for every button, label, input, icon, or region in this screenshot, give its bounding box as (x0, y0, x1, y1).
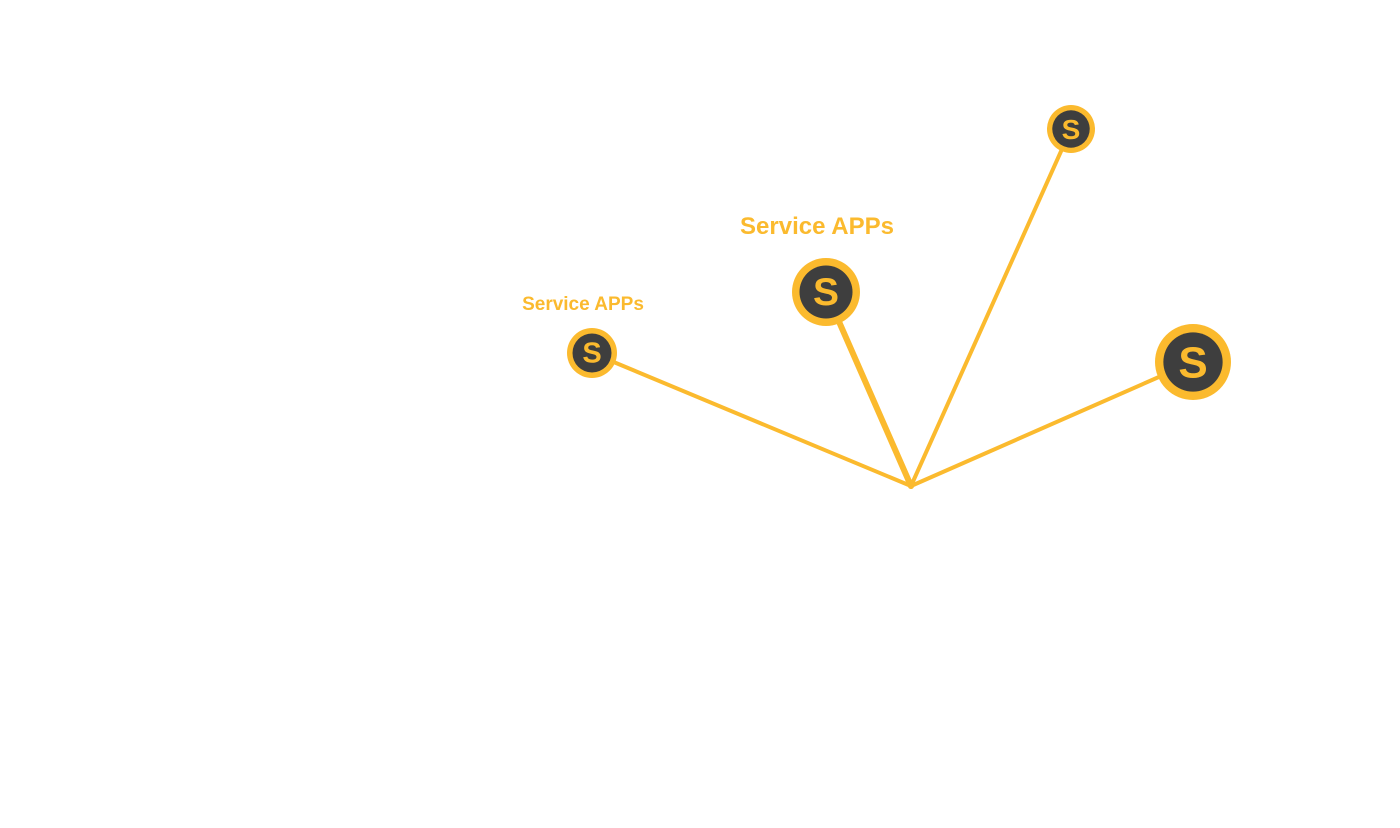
node-label: Service APPs (522, 294, 644, 315)
edge-hub-to-node-3 (909, 127, 1073, 488)
node-1[interactable]: S Service APPs (522, 294, 644, 378)
node-label: Service APPs (740, 213, 894, 240)
service-app-icon (1163, 332, 1223, 392)
edge-hub-to-node-2 (823, 289, 914, 489)
service-app-icon (1052, 110, 1090, 148)
node-glyph: S (582, 338, 601, 370)
service-app-icon (572, 333, 612, 373)
node-glyph: S (813, 271, 839, 314)
service-app-icon (799, 265, 853, 319)
edge-hub-to-node-4 (909, 360, 1195, 488)
node-4[interactable]: S (1155, 324, 1231, 400)
edge-hub-to-node-1 (590, 351, 913, 488)
node-3[interactable]: S (1047, 105, 1095, 153)
node-glyph: S (1062, 114, 1081, 145)
node-2[interactable]: S Service APPs (740, 213, 894, 326)
edges (590, 127, 1195, 489)
node-glyph: S (1178, 338, 1207, 387)
hub-point (908, 483, 914, 489)
